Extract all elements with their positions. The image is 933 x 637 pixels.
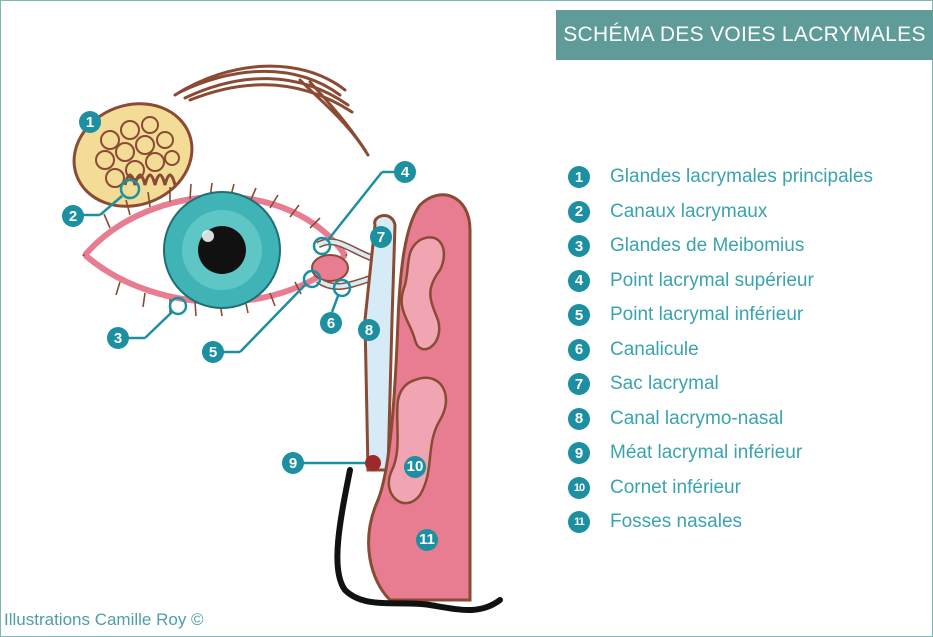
svg-text:11: 11	[419, 531, 435, 548]
legend-label: Point lacrymal supérieur	[610, 270, 814, 292]
legend-item-10: 10 Cornet inférieur	[568, 471, 873, 506]
legend: 1 Glandes lacrymales principales 2 Canaux …	[568, 160, 873, 540]
legend-number: 9	[568, 442, 590, 464]
legend-number: 4	[568, 270, 590, 292]
legend-label: Glandes de Meibomius	[610, 235, 804, 257]
legend-label: Cornet inférieur	[610, 477, 741, 499]
svg-text:7: 7	[377, 229, 385, 246]
svg-text:5: 5	[209, 344, 217, 361]
lacrimal-diagram: 1 2 3 4 5 6 7 8 9 10 11	[0, 0, 560, 637]
marker-7: 7	[370, 226, 392, 248]
marker-10: 10	[404, 456, 426, 478]
marker-6: 6	[320, 312, 342, 334]
marker-1: 1	[79, 111, 101, 133]
legend-number: 6	[568, 339, 590, 361]
legend-label: Canal lacrymo-nasal	[610, 408, 783, 430]
legend-item-8: 8 Canal lacrymo-nasal	[568, 402, 873, 437]
svg-text:1: 1	[86, 114, 94, 131]
legend-item-6: 6 Canalicule	[568, 333, 873, 368]
legend-item-2: 2 Canaux lacrymaux	[568, 195, 873, 230]
diagram-title: SCHÉMA DES VOIES LACRYMALES	[556, 10, 933, 60]
legend-item-3: 3 Glandes de Meibomius	[568, 229, 873, 264]
legend-number: 8	[568, 408, 590, 430]
legend-number: 3	[568, 235, 590, 257]
legend-label: Canalicule	[610, 339, 699, 361]
legend-label: Glandes lacrymales principales	[610, 166, 873, 188]
legend-item-7: 7 Sac lacrymal	[568, 367, 873, 402]
legend-number: 5	[568, 304, 590, 326]
marker-11: 11	[416, 529, 438, 551]
illustration-credit: Illustrations Camille Roy ©	[4, 610, 204, 630]
legend-label: Fosses nasales	[610, 511, 742, 533]
svg-text:4: 4	[401, 164, 410, 181]
eyebrow	[175, 66, 368, 155]
legend-label: Canaux lacrymaux	[610, 201, 767, 223]
legend-item-9: 9 Méat lacrymal inférieur	[568, 436, 873, 471]
legend-label: Sac lacrymal	[610, 373, 719, 395]
legend-item-1: 1 Glandes lacrymales principales	[568, 160, 873, 195]
svg-text:9: 9	[289, 455, 297, 472]
svg-text:3: 3	[114, 330, 122, 347]
marker-2: 2	[62, 205, 84, 227]
marker-3: 3	[107, 327, 129, 349]
title-text: SCHÉMA DES VOIES LACRYMALES	[563, 23, 926, 47]
legend-number: 10	[568, 477, 590, 499]
legend-number: 2	[568, 201, 590, 223]
marker-9: 9	[282, 452, 304, 474]
marker-8: 8	[358, 319, 380, 341]
legend-number: 11	[568, 511, 590, 533]
svg-text:8: 8	[365, 322, 373, 339]
legend-item-4: 4 Point lacrymal supérieur	[568, 264, 873, 299]
svg-text:10: 10	[407, 458, 424, 475]
legend-item-5: 5 Point lacrymal inférieur	[568, 298, 873, 333]
marker-4: 4	[394, 161, 416, 183]
svg-text:6: 6	[327, 315, 335, 332]
legend-label: Méat lacrymal inférieur	[610, 442, 802, 464]
marker-5: 5	[202, 341, 224, 363]
legend-label: Point lacrymal inférieur	[610, 304, 803, 326]
legend-item-11: 11 Fosses nasales	[568, 505, 873, 540]
legend-number: 1	[568, 166, 590, 188]
svg-text:2: 2	[69, 208, 77, 225]
legend-number: 7	[568, 373, 590, 395]
